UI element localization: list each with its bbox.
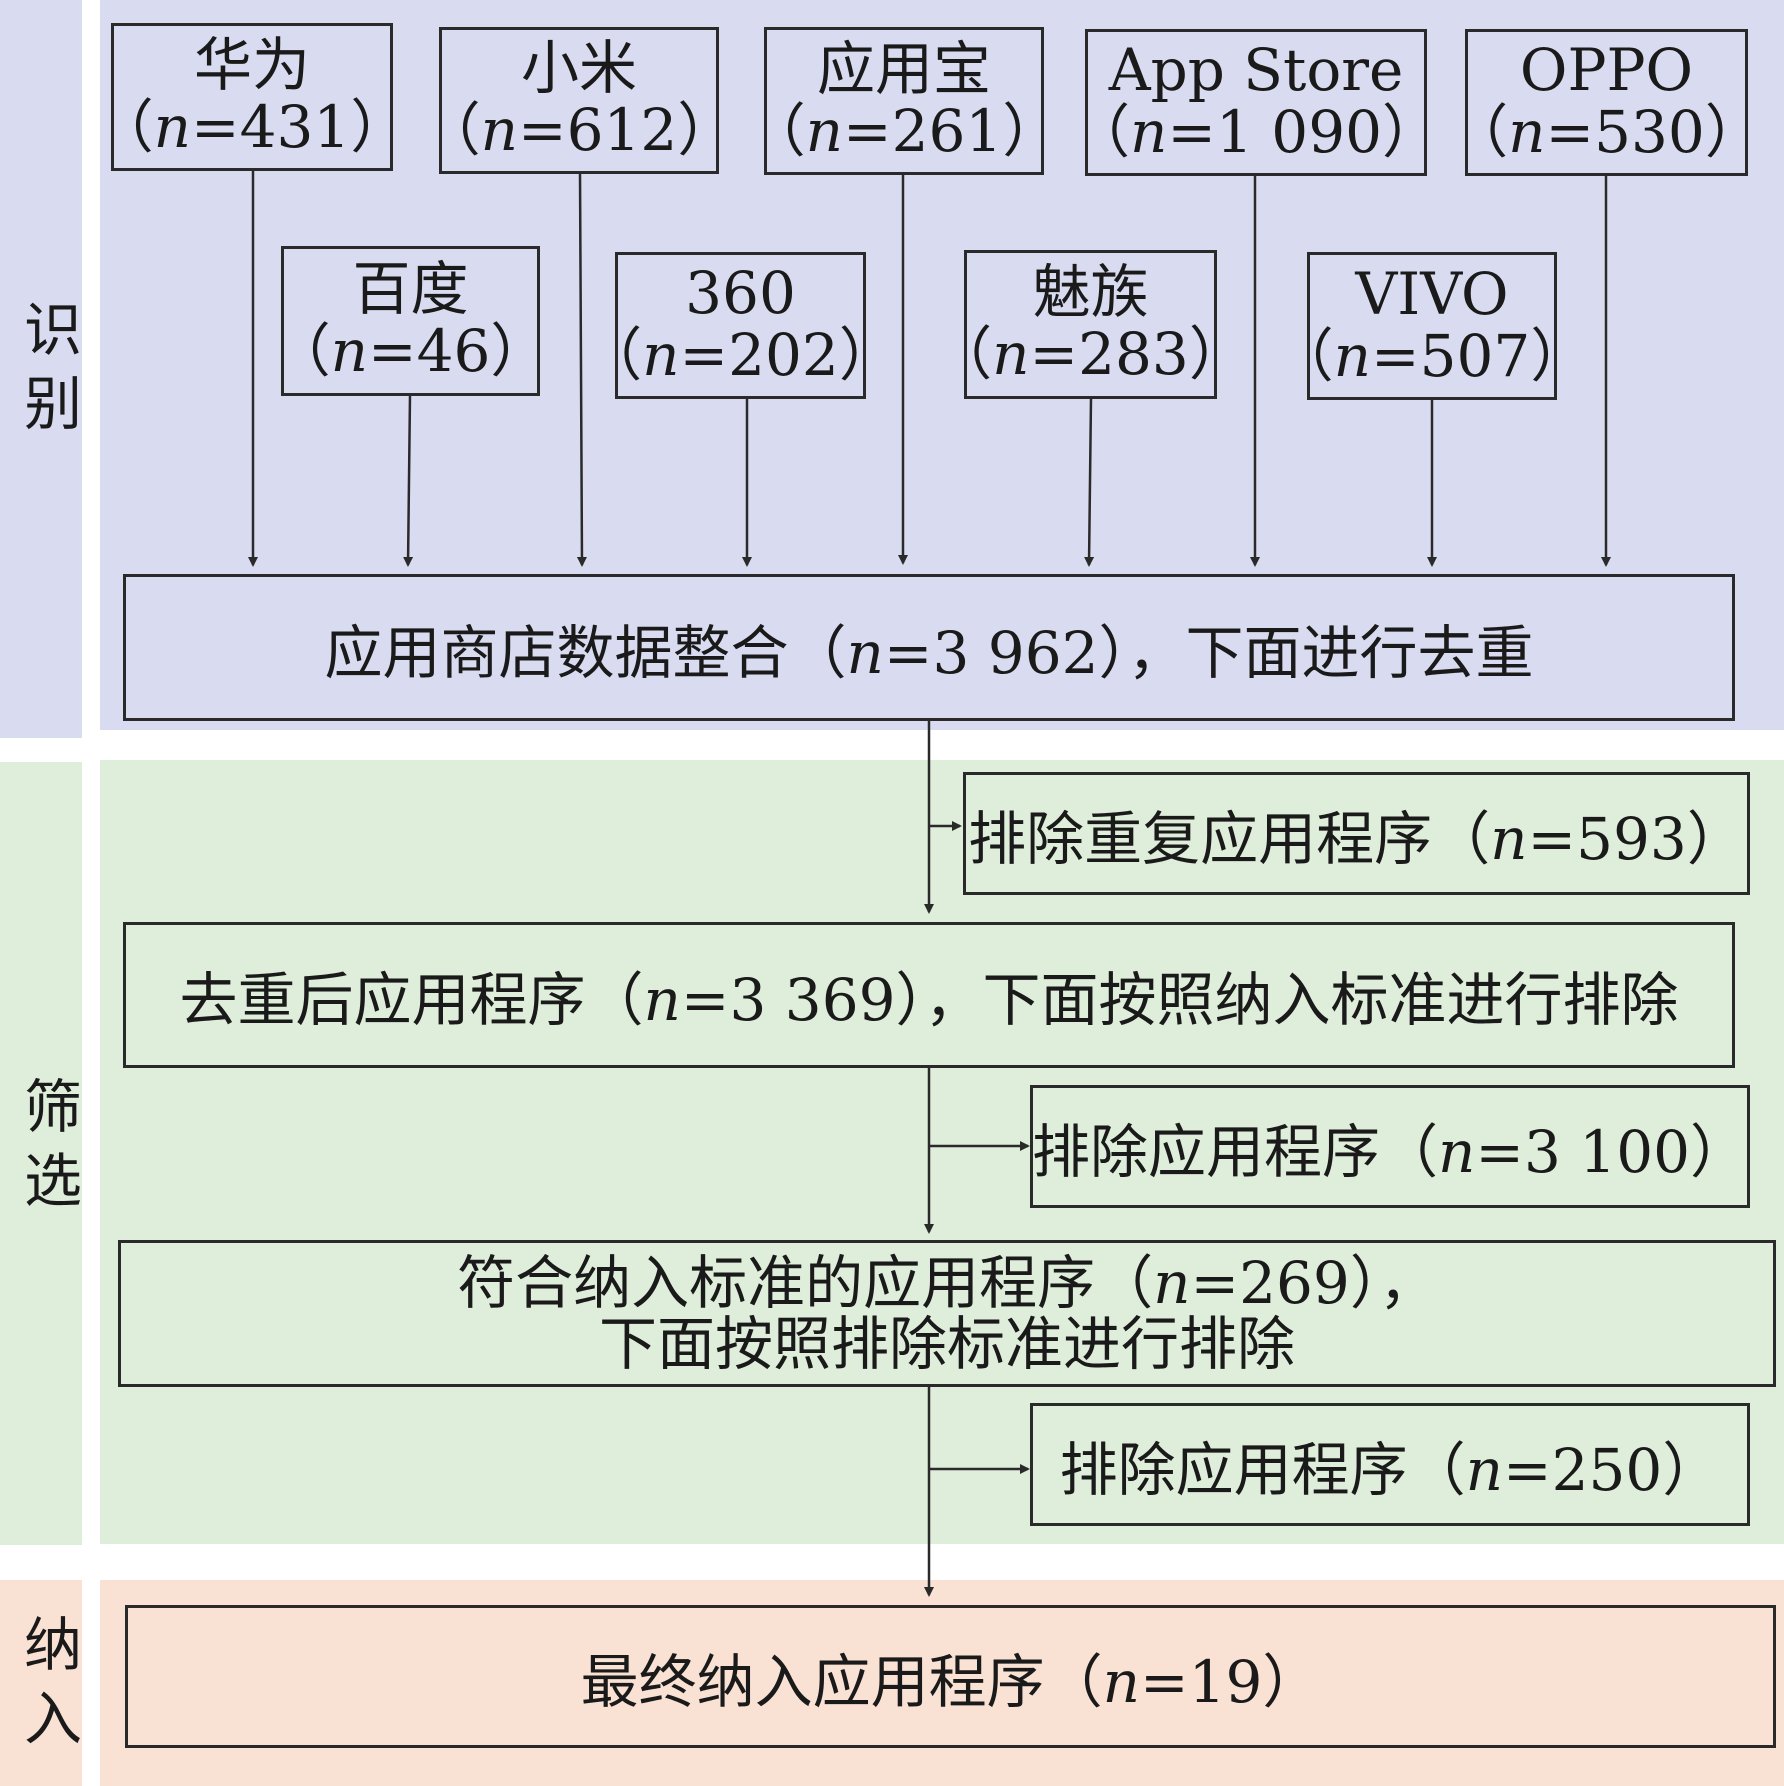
store-count: （n=1 090）	[1071, 98, 1441, 167]
include-phase-label: 纳入	[14, 1614, 82, 1762]
screen-phase-band	[100, 760, 1784, 1544]
store-box-meizu: 魅族 （n=283）	[934, 250, 1247, 399]
merge-step-text: 应用商店数据整合（n=3 962），下面进行去重	[324, 618, 1534, 687]
deduplicated-box: 去重后应用程序（n=3 369），下面按照纳入标准进行排除	[123, 922, 1735, 1068]
final-included-box: 最终纳入应用程序（n=19）	[125, 1605, 1776, 1748]
store-box-huawei: 华为 （n=431）	[96, 23, 408, 171]
store-box-yingyongbao: 应用宝 （n=261）	[748, 27, 1060, 175]
store-name: OPPO	[1519, 36, 1694, 105]
deduplicated-text: 去重后应用程序（n=3 369），下面按照纳入标准进行排除	[179, 966, 1679, 1034]
store-box-xiaomi: 小米 （n=612）	[423, 27, 735, 174]
exclude-inclusion-criteria-box: 排除应用程序（n=3 100）	[1030, 1085, 1750, 1208]
store-count: （n=612）	[422, 96, 736, 165]
store-count: （n=202）	[584, 321, 897, 390]
exclude-exclusion-criteria-box: 排除应用程序（n=250）	[1030, 1403, 1750, 1526]
screen-side-bar	[0, 762, 82, 1545]
final-included-text: 最终纳入应用程序（n=19）	[580, 1647, 1321, 1716]
identify-phase-label: 识别	[14, 299, 82, 447]
store-name: 魅族	[1032, 258, 1149, 327]
store-box-baidu: 百度 （n=46）	[273, 246, 548, 396]
store-name: 小米	[520, 34, 637, 103]
eligible-text-line2: 下面按照排除标准进行排除	[598, 1309, 1295, 1378]
include-phase-band	[100, 1580, 1784, 1786]
store-name: 360	[685, 259, 796, 328]
merge-step-box: 应用商店数据整合（n=3 962），下面进行去重	[123, 574, 1735, 721]
store-count: （n=431）	[95, 92, 409, 161]
exclude-inclusion-criteria-text: 排除应用程序（n=3 100）	[1032, 1117, 1749, 1186]
eligible-box: 符合纳入标准的应用程序（n=269）， 下面按照排除标准进行排除	[118, 1240, 1776, 1387]
include-side-bar	[0, 1580, 82, 1786]
identify-side-bar	[0, 0, 82, 738]
eligible-text-line1: 符合纳入标准的应用程序（n=269），	[457, 1248, 1437, 1317]
exclude-duplicates-text: 排除重复应用程序（n=593）	[968, 804, 1745, 873]
arrow-xiaomi	[576, 172, 587, 567]
identify-phase-band	[100, 0, 1784, 730]
store-count: （n=261）	[747, 96, 1061, 165]
store-box-360: 360 （n=202）	[584, 252, 897, 399]
store-count: （n=46）	[272, 316, 549, 385]
store-name: 应用宝	[816, 34, 991, 103]
store-name: VIVO	[1355, 259, 1509, 328]
store-box-appstore: App Store （n=1 090）	[1072, 29, 1440, 176]
arrow-meizu	[1084, 397, 1095, 567]
store-name: 华为	[193, 30, 310, 99]
store-name: 百度	[352, 254, 469, 323]
store-name: App Store	[1108, 36, 1404, 105]
store-count: （n=530）	[1450, 98, 1763, 167]
store-count: （n=507）	[1275, 321, 1589, 390]
store-box-oppo: OPPO （n=530）	[1450, 29, 1763, 176]
arrow-baidu	[403, 394, 414, 567]
store-box-vivo: VIVO （n=507）	[1276, 252, 1588, 400]
exclude-duplicates-box: 排除重复应用程序（n=593）	[963, 772, 1750, 895]
screen-phase-label: 筛选	[14, 1076, 82, 1224]
store-count: （n=283）	[934, 320, 1247, 389]
exclude-exclusion-criteria-text: 排除应用程序（n=250）	[1059, 1435, 1721, 1504]
